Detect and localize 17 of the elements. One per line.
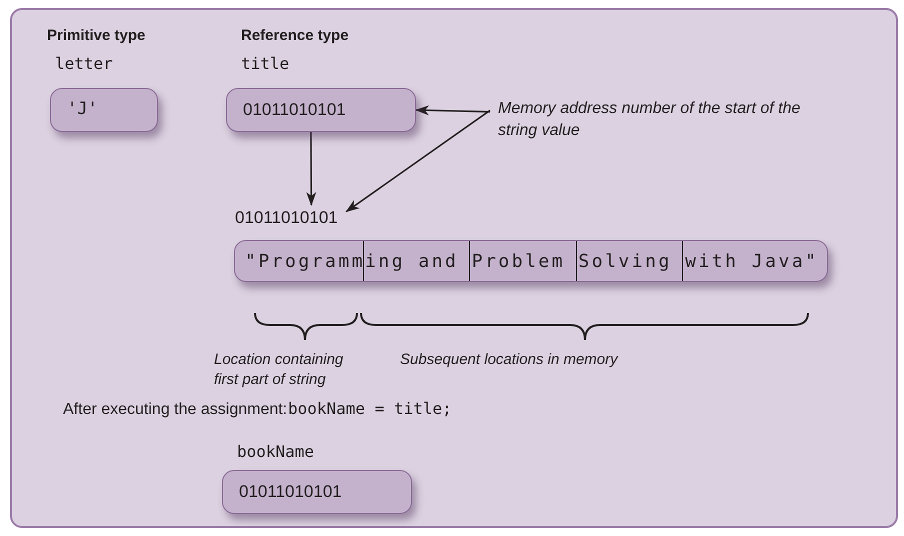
brace-caption: Location containing first part of string xyxy=(214,350,344,390)
memory-cell: 01011010101 xyxy=(226,88,416,132)
column-heading: Primitive type xyxy=(47,26,146,46)
annotation-text: Memory address number of the start of the string value xyxy=(490,98,820,144)
brace-caption: Subsequent locations in memory xyxy=(400,350,620,370)
variable-name: letter xyxy=(55,53,113,75)
code-snippet: bookName = title; xyxy=(288,398,453,420)
arrow xyxy=(345,110,490,212)
address-text: 01011010101 xyxy=(235,205,341,227)
assignment-note: After executing the assignment: xyxy=(63,400,285,420)
variable-name: bookName xyxy=(237,441,314,463)
memory-cell: 'J' xyxy=(50,88,158,132)
arrow xyxy=(306,132,316,206)
memory-cell: 01011010101 xyxy=(222,470,412,514)
variable-name: title xyxy=(241,53,290,75)
column-heading: Reference type xyxy=(241,26,350,46)
arrow xyxy=(415,105,490,116)
